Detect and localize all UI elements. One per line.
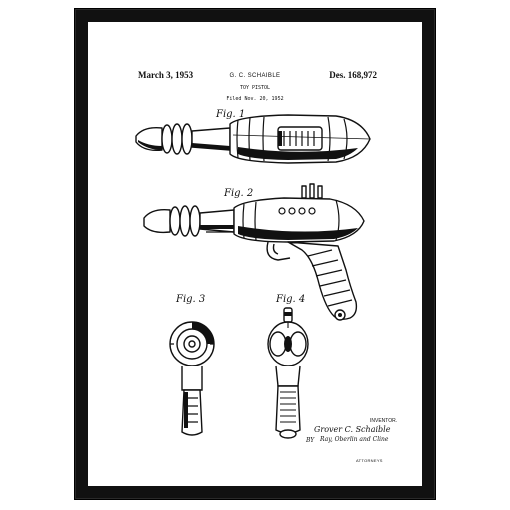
attorneys-label: ATTORNEYS [356,458,383,463]
patent-sheet: March 3, 1953 G. C. SCHAIBLE Des. 168,97… [88,22,422,486]
picture-frame: March 3, 1953 G. C. SCHAIBLE Des. 168,97… [74,8,436,500]
inventor-label: INVENTOR. [370,418,398,424]
patent-inventor-header: G. C. SCHAIBLE [229,73,281,79]
figure-3-label: Fig. 3 [176,294,206,305]
figure-4-drawing [267,307,309,439]
figure-1-drawing [135,114,371,164]
attorneys-signature: Ray, Oberlin and Cline [320,436,389,443]
figure-2-drawing [143,183,365,321]
figure-3-drawing [169,321,215,436]
patent-title: TOY PISTOL [239,85,271,91]
figure-1-label: Fig. 1 [216,109,246,120]
by-label: BY [306,437,315,444]
figure-2-label: Fig. 2 [224,188,254,199]
inventor-signature: Grover C. Schaible [314,425,391,434]
patent-date: March 3, 1953 [138,70,194,80]
patent-print-mat: March 3, 1953 G. C. SCHAIBLE Des. 168,97… [88,22,422,486]
patent-number: Des. 168,972 [329,70,377,80]
figure-4-label: Fig. 4 [276,294,306,305]
patent-filed-date: Filed Nov. 20, 1952 [226,96,284,102]
